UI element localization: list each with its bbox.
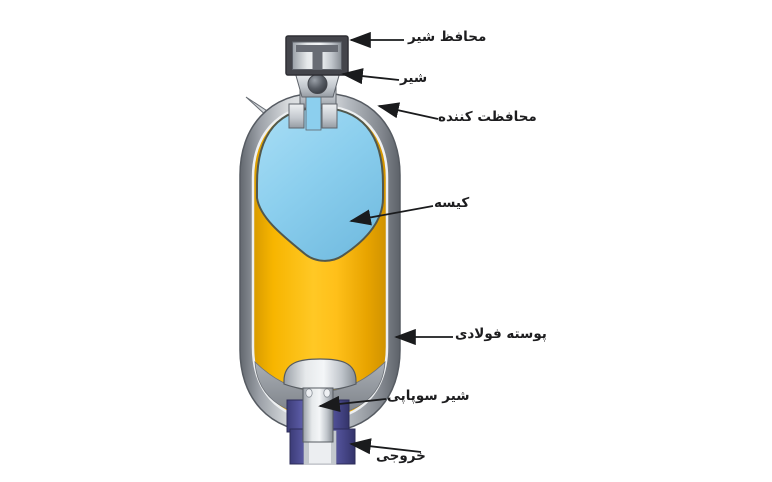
- label-valve-guard: محافظ شیر: [408, 29, 487, 45]
- outlet-channel-wall-left: [304, 431, 309, 464]
- valve-guard-slot-v: [312, 45, 323, 70]
- label-poppet-valve: شیر سوپاپی: [387, 388, 470, 404]
- leader-bladder: [349, 205, 434, 226]
- poppet-valve-head: [283, 358, 357, 391]
- leader-outlet: [349, 438, 422, 455]
- leader-poppet-valve: [318, 395, 387, 412]
- leader-lines: [318, 31, 453, 455]
- gas-valve-ball: [307, 74, 328, 94]
- label-bladder: کیسه: [434, 195, 470, 211]
- poppet-vent-hole-left: [305, 388, 313, 398]
- label-steel-shell: پوسته فولادی: [455, 326, 547, 342]
- bladder-clamp-right: [321, 103, 338, 129]
- bladder-clamp-left: [288, 103, 305, 129]
- label-gas-valve: شیر: [400, 70, 428, 86]
- label-outlet: خروجی: [376, 448, 426, 464]
- poppet-vent-hole-right: [323, 388, 331, 398]
- label-protector: محافظت کننده: [438, 109, 537, 125]
- outlet-channel-wall-right: [331, 431, 336, 464]
- leader-gas-valve: [341, 68, 400, 85]
- leader-protector: [377, 102, 439, 120]
